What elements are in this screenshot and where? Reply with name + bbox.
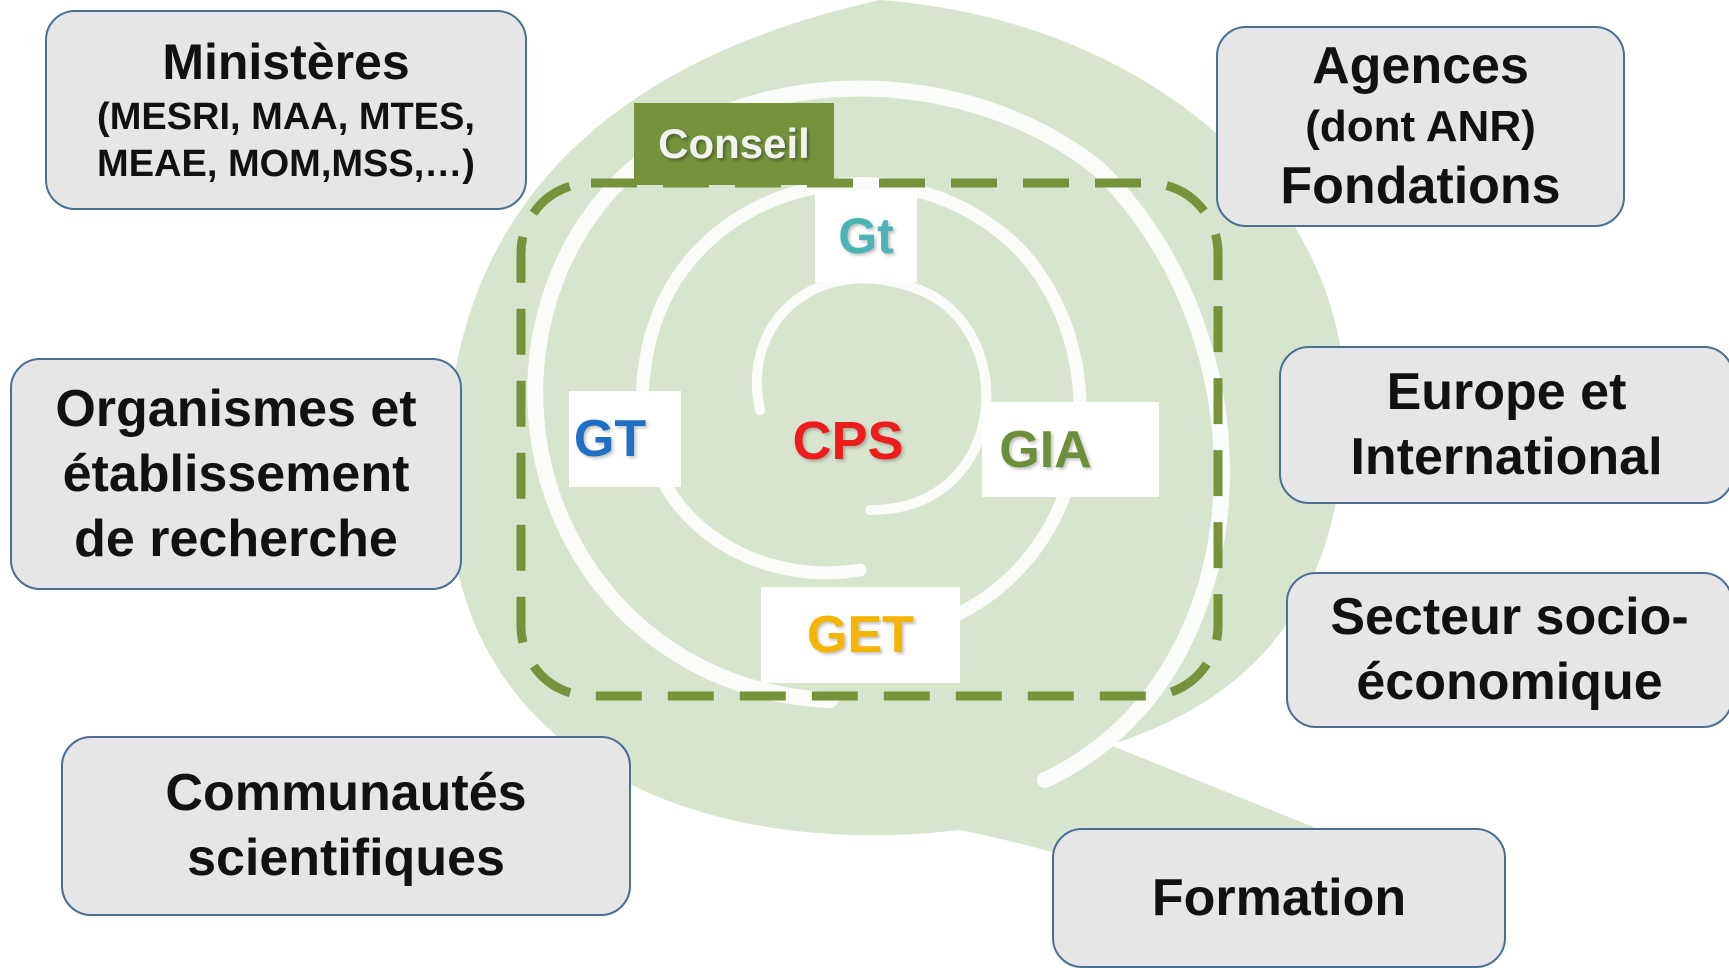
gt-upper-label: GT — [569, 391, 681, 487]
box-ministeres-line-2: (MESRI, MAA, MTES, — [97, 95, 475, 138]
box-organismes-line-1: Organismes et — [55, 379, 417, 438]
box-agences-title: Agences — [1312, 37, 1529, 95]
box-secteur-line-1: Secteur socio- — [1330, 588, 1689, 646]
gt-lower-label: Gt — [815, 190, 917, 282]
conseil-label: Conseil — [634, 103, 834, 185]
get-label: GET — [761, 587, 960, 683]
box-ministeres-line-3: MEAE, MOM,MSS,…) — [97, 143, 475, 186]
box-communautes: Communautés scientifiques — [61, 736, 631, 916]
box-ministeres-title: Ministères — [162, 34, 410, 91]
box-organismes: Organismes et établissement de recherche — [10, 358, 462, 590]
box-formation: Formation — [1052, 828, 1506, 968]
box-communautes-line-2: scientifiques — [187, 829, 505, 887]
spiral-white-line — [751, 273, 992, 515]
box-europe: Europe et International — [1279, 346, 1729, 504]
box-secteur-line-2: économique — [1356, 653, 1663, 711]
box-agences: Agences (dont ANR) Fondations — [1216, 26, 1625, 227]
box-formation-label: Formation — [1151, 868, 1407, 927]
box-europe-line-1: Europe et — [1386, 363, 1627, 421]
cps-label: CPS — [760, 395, 936, 487]
box-ministeres: Ministères (MESRI, MAA, MTES, MEAE, MOM,… — [45, 10, 527, 210]
gia-label: GIA — [982, 402, 1159, 497]
box-organismes-line-3: de recherche — [74, 509, 398, 568]
spiral-white-line — [527, 80, 1230, 788]
box-communautes-line-1: Communautés — [165, 764, 527, 822]
box-agences-fondations: Fondations — [1280, 157, 1561, 215]
box-agences-subtitle: (dont ANR) — [1305, 102, 1536, 151]
cps-text: CPS — [792, 411, 904, 471]
box-organismes-line-2: établissement — [62, 444, 410, 503]
box-secteur: Secteur socio- économique — [1286, 572, 1729, 728]
box-europe-line-2: International — [1350, 428, 1663, 486]
